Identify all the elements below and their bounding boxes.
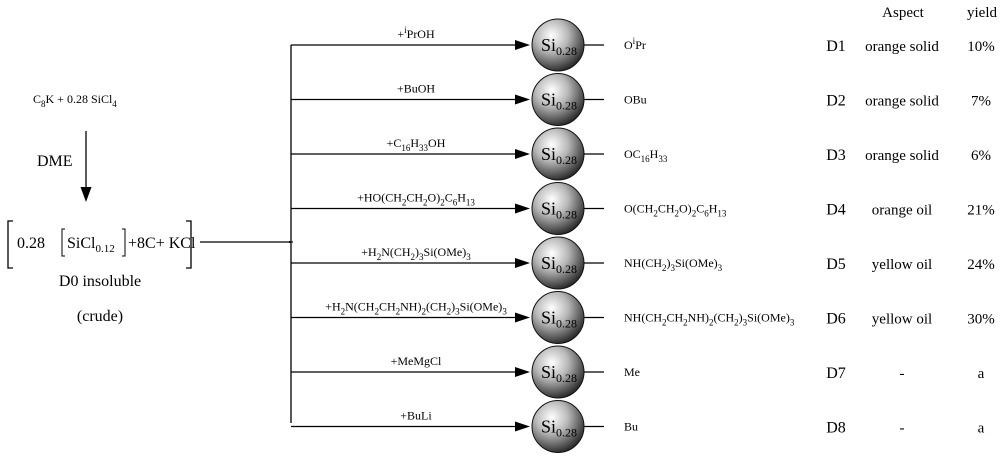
product-yield: 21% xyxy=(967,203,995,219)
product-yield: 7% xyxy=(971,94,991,110)
product-id: D4 xyxy=(826,202,846,219)
product-yield: 10% xyxy=(967,39,995,55)
crude-additives: +8C+ KCl xyxy=(128,235,196,252)
product-yield: 24% xyxy=(967,257,995,273)
reagent-label: +HO(CH2CH2O)2C6H13 xyxy=(357,191,475,208)
sicl-right-bracket xyxy=(122,228,126,257)
reaction-row: +C16H33OH Si0.28 OC16H33 D3 orange solid 6% xyxy=(291,127,991,181)
reaction-row: +BuOH Si0.28 OBu D2 orange solid 7% xyxy=(291,73,991,126)
reagent-label: +iPrOH xyxy=(397,25,435,41)
crude-sicl: SiCl0.12 xyxy=(67,235,115,255)
product-id: D8 xyxy=(826,420,846,437)
reaction-row: +H2N(CH2)3Si(OMe)3 Si0.28 NH(CH2)3Si(OMe)3… xyxy=(291,236,995,290)
reaction-row: +H2N(CH2CH2NH)2(CH2)3Si(OMe)3 Si0.28 NH(CH… xyxy=(291,291,995,344)
yield-header: yield xyxy=(967,5,997,21)
surface-group-label: Me xyxy=(624,365,640,379)
reaction-row: +HO(CH2CH2O)2C6H13 Si0.28 O(CH2CH2O)2C6H13… xyxy=(291,182,995,235)
product-aspect: orange solid xyxy=(865,148,939,164)
sicl-left-bracket xyxy=(61,228,65,257)
product-yield: 30% xyxy=(967,312,995,328)
surface-group-label: Bu xyxy=(624,420,638,434)
crude-amount: 0.28 xyxy=(17,235,45,252)
reagent-label: +H2N(CH2)3Si(OMe)3 xyxy=(361,245,471,262)
product-aspect: orange solid xyxy=(865,39,939,55)
surface-group-label: O(CH2CH2O)2C6H13 xyxy=(624,202,727,219)
product-id: D3 xyxy=(826,147,846,164)
silicon-particle-label: Si0.28 xyxy=(541,144,577,167)
silicon-particle-label: Si0.28 xyxy=(541,90,577,113)
reaction-arrow-head xyxy=(515,40,530,50)
crude-name: D0 insoluble xyxy=(59,273,141,290)
product-aspect: orange oil xyxy=(872,203,932,219)
product-aspect: - xyxy=(900,366,905,382)
reagent-label: +MeMgCl xyxy=(391,354,442,368)
reagent-label: +C16H33OH xyxy=(387,136,446,153)
reaction-rows: +iPrOH Si0.28 OiPr D1 orange solid 10% +BuOH Si… xyxy=(291,18,995,453)
down-arrow-head xyxy=(80,187,92,202)
reaction-row: +iPrOH Si0.28 OiPr D1 orange solid 10% xyxy=(291,18,995,72)
reagent-label: +BuLi xyxy=(400,409,432,423)
solvent-label: DME xyxy=(37,153,73,170)
reaction-arrow-head xyxy=(515,312,530,323)
reactants-label: C8K + 0.28 SiCl4 xyxy=(33,92,117,109)
surface-group-label: OBu xyxy=(624,93,647,107)
crude-right-bracket xyxy=(186,220,192,269)
surface-group-label: NH(CH2)3Si(OMe)3 xyxy=(624,256,723,273)
product-yield: a xyxy=(978,366,985,382)
crude-left-bracket xyxy=(7,220,13,269)
aspect-header: Aspect xyxy=(882,5,924,21)
product-yield: 6% xyxy=(971,148,991,164)
surface-group-label: OiPr xyxy=(624,36,646,52)
product-aspect: yellow oil xyxy=(872,257,932,273)
product-id: D7 xyxy=(826,365,846,382)
product-id: D2 xyxy=(826,93,846,110)
reagent-label: +BuOH xyxy=(397,82,435,96)
product-id: D1 xyxy=(826,38,846,55)
crude-note: (crude) xyxy=(77,308,123,325)
silicon-particle-label: Si0.28 xyxy=(541,417,577,440)
product-aspect: orange solid xyxy=(865,94,939,110)
reaction-arrow-head xyxy=(515,258,530,268)
silicon-particle-label: Si0.28 xyxy=(541,308,577,331)
reaction-arrow-head xyxy=(515,94,530,105)
product-id: D5 xyxy=(826,256,846,273)
silicon-particle-label: Si0.28 xyxy=(541,362,577,385)
product-aspect: yellow oil xyxy=(872,312,932,328)
surface-group-label: NH(CH2CH2NH)2(CH2)3Si(OMe)3 xyxy=(624,311,795,328)
silicon-particle-label: Si0.28 xyxy=(541,253,577,276)
reaction-arrow-head xyxy=(515,203,530,214)
product-yield: a xyxy=(978,421,985,437)
surface-group-label: OC16H33 xyxy=(624,147,668,164)
product-id: D6 xyxy=(826,311,846,328)
reaction-arrow-head xyxy=(515,149,530,159)
silicon-particle-label: Si0.28 xyxy=(541,35,577,58)
reaction-arrow-head xyxy=(515,421,530,432)
reagent-label: +H2N(CH2CH2NH)2(CH2)3Si(OMe)3 xyxy=(325,300,507,317)
product-aspect: - xyxy=(900,421,905,437)
reaction-arrow-head xyxy=(515,367,530,377)
silicon-particle-label: Si0.28 xyxy=(541,199,577,222)
